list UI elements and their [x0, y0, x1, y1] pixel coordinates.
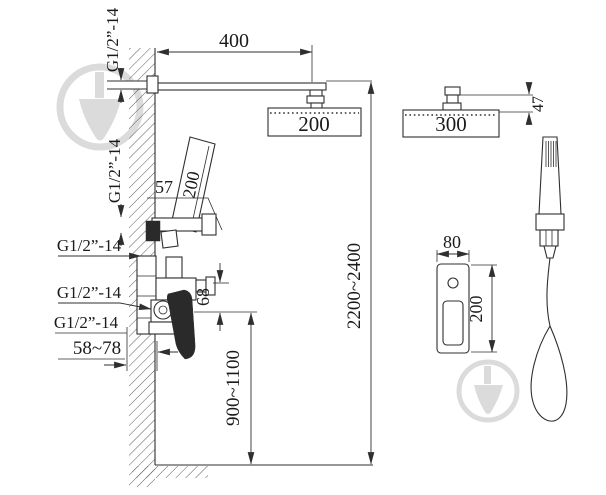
handshower-connector [535, 213, 565, 231]
dim-ext-58-78 [126, 327, 158, 371]
dim-label-head-300: 300 [435, 112, 467, 136]
dim-label-400: 400 [219, 30, 249, 52]
head-connector-mid [446, 94, 459, 104]
watermark-drop-icon [79, 99, 121, 141]
rain-head-body [402, 109, 500, 138]
arm-wall-flange [146, 75, 159, 94]
dim-2200-2400: 2200~2400 [326, 80, 375, 465]
shower-arm-assembly: 400 G1/2”-14 [103, 7, 327, 110]
watermark-top-left [56, 63, 144, 151]
shower-arm [157, 82, 327, 91]
handshower-spray-face [545, 141, 557, 167]
floor-hatch [132, 466, 208, 478]
hose-taper [543, 245, 557, 259]
thread-label-valve-top: G1/2”-14 [57, 236, 122, 255]
holder-wall-mount [145, 220, 161, 242]
dim-label-47: 47 [530, 96, 547, 112]
head-connector-base [442, 102, 462, 111]
leader-valve-inlet [58, 302, 152, 311]
handshower-nut [539, 229, 559, 247]
dim-label-900-1100: 900~1100 [223, 350, 244, 426]
thread-label-holder: G1/2”-14 [105, 138, 124, 203]
handshower-nut-facets [545, 230, 553, 246]
watermark-stem [484, 366, 491, 384]
dim-label-plate-200: 200 [466, 296, 486, 323]
head-connector-1 [309, 89, 323, 97]
trim-plate: 80 200 [436, 232, 497, 354]
thread-label-valve-bottom: G1/2”-14 [54, 313, 119, 332]
rain-head-300: 300 47 [402, 82, 547, 138]
dim-label-head-200: 200 [298, 112, 330, 136]
valve-spout-cap [205, 276, 216, 296]
plate-outline [436, 263, 470, 354]
holder-end-block [201, 213, 217, 236]
thread-label-valve-inlet: G1/2”-14 [57, 283, 122, 302]
holder-lower-fitting [160, 229, 179, 249]
watermark-drop-icon [474, 385, 503, 414]
dim-label-80: 80 [443, 232, 461, 252]
thread-label-arm: G1/2”-14 [103, 7, 122, 72]
valve-handle [166, 289, 196, 360]
mixer-valve-assembly: G1/2”-14 G1/2”-14 G1/2”-14 58~78 68 900~… [54, 236, 257, 465]
watermark-bottom-right [456, 359, 520, 423]
dim-label-58-78: 58~78 [73, 338, 121, 359]
valve-inlet-port-inner [158, 305, 168, 315]
plate-diverter-hole [447, 277, 459, 289]
head-connector-top [444, 86, 461, 96]
shower-hose [530, 257, 568, 422]
watermark-stem [95, 72, 104, 98]
dim-label-57: 57 [155, 177, 173, 197]
arm-inlet-pipe-fill [107, 81, 155, 89]
handshower-edge-line [190, 145, 210, 229]
handshower-body [538, 136, 562, 215]
handshower-body [170, 136, 216, 233]
leader-57 [147, 197, 223, 231]
handshower-holder-assembly: 200 57 G1/2”-14 [105, 136, 223, 249]
handshower-with-hose [530, 136, 568, 422]
watermark-ring [456, 359, 520, 423]
rain-head-200: 200 [267, 107, 362, 137]
dim-label-2200-2400: 2200~2400 [344, 243, 365, 329]
plate-handle-slot [442, 300, 464, 346]
head-connector-2 [306, 95, 325, 104]
dim-label-68: 68 [193, 288, 213, 306]
valve-top-pipe [165, 256, 183, 279]
